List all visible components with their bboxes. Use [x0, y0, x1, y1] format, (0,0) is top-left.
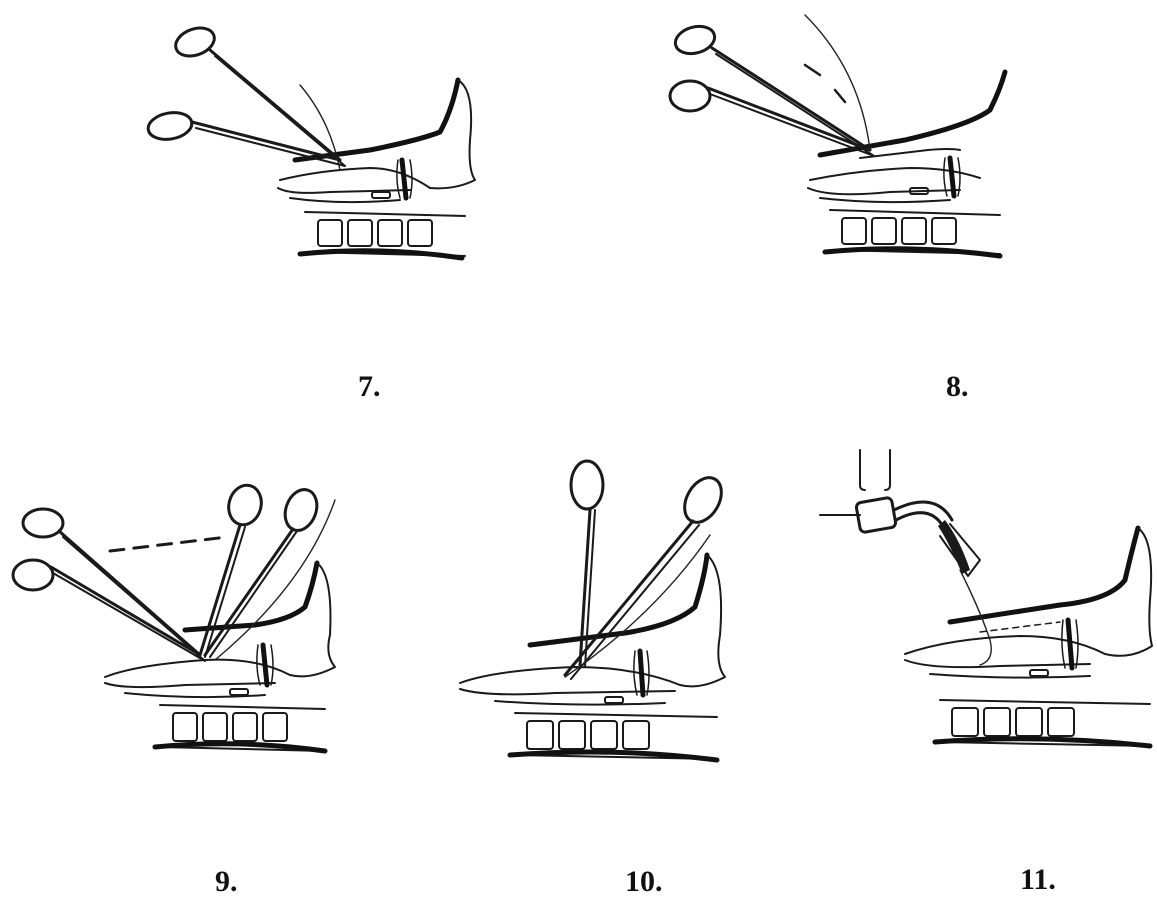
figure-9: 9. — [5, 485, 350, 785]
catheter-icon — [820, 450, 991, 665]
figure-label: 11. — [1020, 865, 1056, 895]
anatomy-outline — [278, 80, 475, 202]
figure-8-drawing — [660, 10, 1020, 270]
figure-7: 7. — [140, 20, 500, 270]
figure-10: 10. — [455, 455, 745, 785]
forceps-icon — [670, 15, 874, 156]
figure-label: 8. — [946, 372, 969, 402]
figure-label: 9. — [215, 867, 238, 897]
vertebral-body-row — [935, 700, 1150, 746]
vertebral-body-row — [825, 210, 1000, 256]
anatomy-outline — [105, 563, 335, 697]
vertebral-body-row — [155, 705, 325, 751]
vertebral-body-row — [300, 212, 465, 258]
figure-label: 7. — [358, 372, 381, 402]
anatomy-outline — [905, 528, 1152, 678]
dashed-motion-line — [110, 537, 227, 551]
forceps-icon — [13, 509, 205, 661]
figure-8: 8. — [660, 10, 1020, 270]
figure-7-drawing — [140, 20, 500, 270]
figure-11-drawing — [820, 440, 1157, 785]
vertebral-body-row — [510, 713, 717, 760]
figure-10-drawing — [455, 455, 745, 785]
anatomy-outline — [460, 555, 725, 705]
figure-label: 10. — [625, 867, 663, 897]
forceps-icon — [146, 23, 345, 170]
figure-9-drawing — [5, 485, 350, 785]
figure-11: 11. — [820, 440, 1157, 785]
